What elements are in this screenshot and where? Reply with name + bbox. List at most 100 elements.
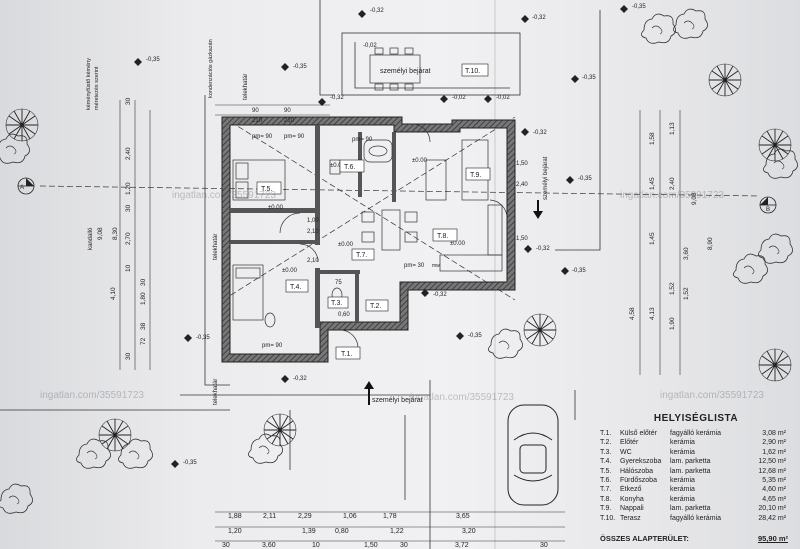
- right-dim-4: 2,40: [669, 177, 676, 190]
- neighbor-line-label: telekhatár: [213, 234, 219, 260]
- watermark-1: ingatlan.com/35591723: [172, 190, 276, 201]
- room-floor: lam. parketta: [670, 458, 711, 466]
- level-minus-16: -0,35: [632, 4, 646, 10]
- section-marker-b: [759, 196, 777, 214]
- level-minus-3: -0,32: [330, 95, 344, 101]
- gas-note: kondenzációs gázkazán: [208, 39, 214, 98]
- opening-dim-5: 1,00: [307, 218, 319, 224]
- left-dim-9: 1,80: [140, 292, 147, 305]
- total-area-label: ÖSSZES ALAPTERÜLET:: [600, 534, 689, 543]
- bottom-dim-11: 3,20: [462, 528, 476, 535]
- room-code: T.7.: [600, 486, 612, 494]
- left-total-2: 8,30: [112, 227, 119, 240]
- level-minus-14: -0,35: [183, 460, 197, 466]
- opening-dim-11: 2,10: [307, 258, 319, 264]
- room-floor: kerámia: [670, 486, 695, 494]
- room-code: T.3.: [600, 448, 612, 456]
- room-floor: kerámia: [670, 495, 695, 503]
- bottom-dim-4: 1,06: [343, 513, 357, 520]
- bottom-dim-2: 2,11: [263, 513, 276, 520]
- room-name: Terasz: [620, 514, 641, 522]
- room-code: T.5.: [600, 467, 612, 475]
- opening-dim-9: 1,50: [516, 236, 528, 242]
- entrance-arrow-right: [533, 200, 543, 219]
- level-zero-6: ±0.00: [450, 241, 466, 247]
- room-area: 28,42 m²: [758, 514, 786, 522]
- opening-dim-6: 2,10: [307, 229, 319, 235]
- room-area: 1,62 m²: [762, 448, 786, 456]
- neighbor-line-label-2: telekhatár: [213, 379, 219, 405]
- bottom-dim-10: 1,22: [390, 528, 404, 535]
- right-total-2: 8,90: [707, 237, 714, 250]
- opening-dim-3: 210: [252, 118, 263, 124]
- room-floor: kerámia: [670, 448, 695, 456]
- section-marker-a: [17, 177, 35, 195]
- room-name: Külső előtér: [620, 430, 657, 437]
- opening-dim-2: 90: [284, 108, 291, 114]
- opening-dims: 90 90 210 210 1,00 2,10 1,50 2,40 1,50 7…: [252, 108, 528, 318]
- dimension-lines: [119, 100, 681, 542]
- parapet-label-5: pm= 30: [404, 263, 425, 269]
- room-area: 2,90 m²: [762, 439, 786, 447]
- chimney-note-1: kéményfüstő kémény: [86, 58, 92, 110]
- left-dim-2: 2,40: [125, 147, 132, 160]
- right-dim-8: 1,90: [669, 317, 676, 330]
- room-tag-t8: T.8.: [437, 233, 448, 240]
- left-dim-5: 2,70: [125, 232, 132, 245]
- room-name: WC: [620, 448, 632, 456]
- room-area: 5,35 m²: [762, 476, 786, 484]
- opening-dim-8: 2,40: [516, 182, 528, 188]
- room-area: 20,10 m²: [758, 505, 786, 513]
- level-minus-6: -0,32: [433, 292, 447, 298]
- room-floor: lam. parketta: [670, 467, 711, 475]
- room-tag-t6: T.6.: [344, 164, 355, 171]
- bottom-dim-16: 30: [400, 542, 408, 549]
- room-floor: kerámia: [670, 476, 695, 484]
- watermark-5: ingatlan.com/35591723: [40, 390, 144, 401]
- room-area: 4,60 m²: [762, 486, 786, 494]
- left-dim-12: 30: [125, 352, 132, 360]
- room-area: 3,08 m²: [762, 430, 786, 437]
- left-dim-7: 4,10: [110, 287, 117, 300]
- room-name: Hálószoba: [620, 467, 654, 475]
- room-tag-t7: T.7.: [356, 252, 367, 259]
- right-dim-11: 3,60: [683, 247, 690, 260]
- watermark-3: ingatlan.com/35591723: [410, 392, 514, 403]
- bottom-dims: 1,88 2,11 2,29 1,06 1,78 3,65 1,20 1,39 …: [222, 513, 548, 549]
- parapet-label-2: pm= 90: [284, 134, 305, 140]
- entrance-arrow-bottom: [364, 381, 374, 405]
- room-row: T.3. WC kerámia 1,62 m²: [600, 448, 794, 457]
- right-dim-5: 1,45: [649, 232, 656, 245]
- bottom-dim-17: 3,72: [455, 542, 469, 549]
- bottom-dim-3: 2,29: [298, 513, 312, 520]
- room-name: Étkező: [620, 486, 642, 494]
- opening-dim-7: 1,50: [516, 161, 528, 167]
- level-minus-1: -0,32: [370, 8, 384, 14]
- right-dim-6: 4,58: [629, 307, 636, 320]
- bottom-dim-7: 1,20: [228, 528, 242, 535]
- room-code: T.2.: [600, 439, 612, 447]
- total-area-value: 95,90 m²: [757, 534, 788, 543]
- right-dim-7: 4,13: [649, 307, 656, 320]
- section-marker-b-label: B: [766, 207, 770, 213]
- level-minus-12: -0,35: [468, 333, 482, 339]
- plan-text: személyi bejárat személyi bejárat személ…: [20, 4, 770, 466]
- room-tag-t2: T.2.: [370, 303, 381, 310]
- room-name: Fürdőszoba: [620, 476, 657, 484]
- room-name: Gyerekszoba: [620, 458, 662, 466]
- room-tag-t1: T.1.: [341, 351, 352, 358]
- room-floor: kerámia: [670, 439, 695, 447]
- level-minus-8: -0,35: [146, 57, 160, 63]
- opening-dim-10: 75: [335, 280, 342, 286]
- entrance-side-label: személyi bejárat: [543, 156, 549, 200]
- chimney-note-2: méretezés szerint: [94, 66, 100, 110]
- entrance-bottom-label: személyi bejárat: [372, 397, 423, 404]
- site-lines: [0, 0, 601, 549]
- right-total-1: 9,08: [691, 192, 698, 205]
